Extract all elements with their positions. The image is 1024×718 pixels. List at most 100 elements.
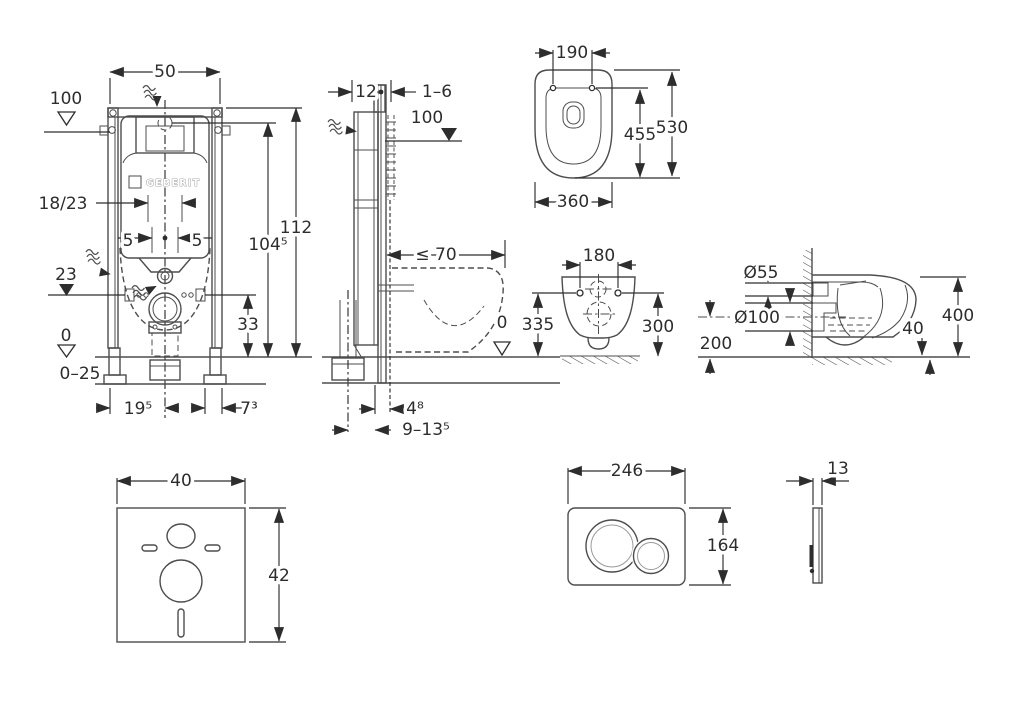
dim-level-100: 100 bbox=[411, 108, 443, 128]
inlet-cutout bbox=[166, 523, 196, 549]
dim-plate-thickness: 13 bbox=[827, 459, 849, 479]
foot-right bbox=[209, 347, 222, 376]
inlet-socket bbox=[812, 282, 829, 297]
wall-finish-dashed bbox=[387, 115, 395, 200]
dim-wall-offset: 4⁸ bbox=[406, 399, 424, 419]
dim-outlet-diameter: Ø100 bbox=[734, 308, 780, 328]
dim-outlet-level: 23 bbox=[55, 265, 77, 285]
plate-side-outline bbox=[812, 507, 823, 584]
dim-frame-height: 112 bbox=[280, 218, 312, 238]
wall-bracket-left bbox=[99, 125, 109, 136]
dim-floor-level: 0 bbox=[497, 313, 508, 333]
dim-pipe-offset: 9–13⁵ bbox=[402, 420, 450, 440]
rail-profile bbox=[377, 84, 387, 384]
flush-opening bbox=[562, 101, 585, 129]
foot-left bbox=[108, 347, 121, 376]
dim-depth-inner: 455 bbox=[624, 125, 656, 145]
level-triangle-open bbox=[492, 341, 512, 357]
frame-rail-left bbox=[107, 107, 119, 349]
wall-hatch bbox=[803, 250, 812, 358]
floor-hatch bbox=[562, 356, 638, 364]
dim-rail-depth: 12 bbox=[355, 82, 377, 102]
dim-width: 360 bbox=[557, 192, 589, 212]
floor-hatch bbox=[812, 357, 892, 365]
level-triangle-filled bbox=[59, 284, 74, 296]
big-button bbox=[585, 519, 639, 573]
dim-height-left: 335 bbox=[522, 315, 554, 335]
dim-mat-width: 40 bbox=[170, 471, 192, 491]
frame-rail-right bbox=[211, 107, 223, 349]
dim-finish: 1–6 bbox=[422, 82, 452, 102]
outlet-circle bbox=[586, 301, 612, 327]
dim-plate-height: 164 bbox=[707, 536, 739, 556]
foot-plate-left bbox=[103, 374, 127, 385]
dim-floor-range: 0–25 bbox=[60, 364, 101, 384]
water-level-dashes bbox=[828, 317, 872, 338]
dim-outlet-height: 200 bbox=[700, 334, 732, 354]
dim-frame-width: 50 bbox=[154, 62, 176, 82]
drain-spigot bbox=[587, 337, 610, 350]
dim-mat-height: 42 bbox=[268, 566, 290, 586]
dim-level-100: 100 bbox=[50, 89, 82, 109]
dim-outlet-height: 33 bbox=[237, 315, 259, 335]
bowl-side-view: Ø55 Ø100 200 40 400 bbox=[696, 248, 978, 375]
drain-socket bbox=[148, 292, 182, 326]
corner-screw-right bbox=[213, 109, 221, 117]
bowl-outline bbox=[534, 69, 613, 179]
outlet-cutout bbox=[159, 559, 203, 603]
flush-plate-front-view: 246 164 bbox=[567, 458, 743, 586]
corner-screw-left bbox=[109, 109, 117, 117]
dim-hole-spacing: 190 bbox=[556, 43, 588, 63]
frame-front-view: GEBERIT 50 100 112 104⁵ 33 18/23 5 5 23 bbox=[35, 59, 316, 423]
flush-bend bbox=[156, 267, 174, 285]
slot-left bbox=[141, 544, 158, 552]
bowl-rear-outline bbox=[561, 276, 636, 339]
dim-foot-right: 7³ bbox=[240, 399, 258, 419]
small-button bbox=[632, 537, 670, 575]
sound-insulation-icon bbox=[85, 249, 102, 265]
dim-plate-range: 18/23 bbox=[39, 194, 88, 214]
dim-foot-left: 19⁵ bbox=[124, 399, 152, 419]
level-triangle-filled bbox=[441, 128, 457, 141]
dim-total-height: 400 bbox=[942, 306, 974, 326]
level-triangle-open bbox=[56, 344, 77, 359]
drain-elbow-box bbox=[149, 359, 181, 381]
flush-plate-side-view: 13 bbox=[786, 456, 852, 584]
bowl-outline-dashed bbox=[119, 247, 211, 331]
bowl-rim-inner bbox=[545, 87, 602, 165]
dim-offset-left: 5 bbox=[123, 231, 134, 251]
frame-side-view: 12 1–6 100 ≤ 70 0 4⁸ 9–13⁵ bbox=[322, 79, 560, 444]
bowl-side-outline bbox=[812, 274, 917, 338]
logo-box bbox=[128, 175, 142, 189]
dim-rim-gap: 40 bbox=[902, 319, 924, 339]
mounting-clip bbox=[809, 545, 813, 567]
slot-bottom bbox=[177, 608, 185, 638]
insulation-mat-view: 40 42 bbox=[116, 468, 293, 643]
flush-stub bbox=[378, 284, 414, 292]
flush-unit-outer bbox=[135, 116, 195, 154]
foot-plate-right bbox=[203, 374, 227, 385]
plate-outline bbox=[567, 507, 686, 586]
dim-height-right: 300 bbox=[642, 317, 674, 337]
dim-height-inner: 104⁵ bbox=[248, 235, 287, 255]
dim-plate-width: 246 bbox=[611, 461, 643, 481]
fixing-hole-right bbox=[588, 84, 596, 92]
mat-outline bbox=[116, 507, 246, 643]
fixing-hole-right bbox=[614, 289, 622, 297]
sound-insulation-icon bbox=[327, 118, 343, 135]
wc-outline-dashed bbox=[392, 267, 504, 353]
slot-right bbox=[204, 544, 221, 552]
outlet-socket bbox=[813, 302, 837, 332]
dim-depth: 530 bbox=[656, 118, 688, 138]
dim-hole-spacing: 180 bbox=[583, 246, 615, 266]
dim-bowl-depth: ≤ 70 bbox=[415, 245, 456, 265]
bowl-top-view: 190 455 530 360 bbox=[534, 40, 692, 216]
fixing-hole-left bbox=[576, 289, 584, 297]
flush-unit-inner bbox=[145, 125, 185, 152]
brand-logo: GEBERIT bbox=[146, 178, 200, 189]
dim-floor-level: 0 bbox=[61, 326, 72, 346]
dim-offset-right: 5 bbox=[192, 231, 203, 251]
dim-inlet-diameter: Ø55 bbox=[743, 263, 778, 283]
